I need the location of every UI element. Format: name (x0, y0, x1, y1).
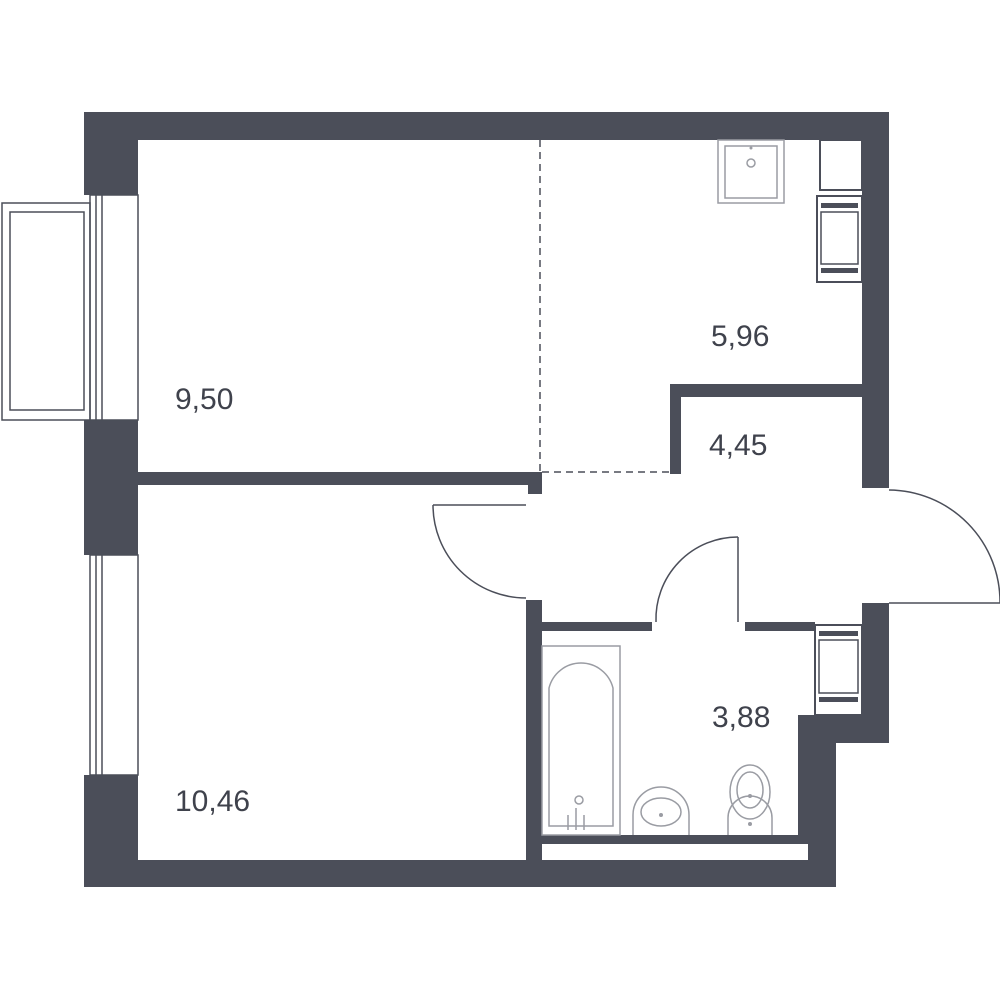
room-bedroom-area: 10,46 (175, 785, 250, 818)
washbasin-icon (632, 786, 690, 835)
room-bathroom-area: 3,88 (712, 701, 770, 734)
room-hall-area: 4,45 (709, 429, 767, 462)
sink-icon (717, 139, 785, 204)
wall-stub (528, 472, 542, 494)
wall-bath-left (526, 600, 542, 860)
wall-left-upper (84, 112, 138, 195)
wall-hall-left (670, 384, 681, 474)
kitchen-niche (819, 139, 863, 191)
interior-walls (138, 384, 862, 860)
wall-right-upper (862, 112, 889, 488)
wall-bath-top-left (526, 622, 652, 631)
wall-bath-bottom (526, 835, 808, 844)
wall-bath-top-right (745, 622, 815, 631)
wall-bottom (84, 860, 836, 887)
wall-right-bottom (808, 715, 836, 887)
door-swing-icon (432, 489, 1000, 623)
bathtub-icon (541, 645, 621, 836)
toilet-icon (727, 764, 773, 835)
balcony-icon (1, 202, 91, 421)
wall-top (84, 112, 889, 140)
wall-hall-top (670, 384, 862, 397)
wall-living-bedroom (138, 472, 542, 485)
exterior-walls (84, 112, 889, 887)
radiator-icon (816, 195, 863, 283)
radiator-icon (814, 624, 863, 716)
room-living-area: 9,50 (175, 383, 233, 416)
wall-bath-right (798, 715, 808, 844)
zone-divider (539, 140, 670, 473)
wall-left-middle (84, 420, 138, 555)
room-kitchen-area: 5,96 (711, 320, 769, 353)
room-labels: 9,50 5,96 4,45 3,88 10,46 (175, 320, 770, 818)
